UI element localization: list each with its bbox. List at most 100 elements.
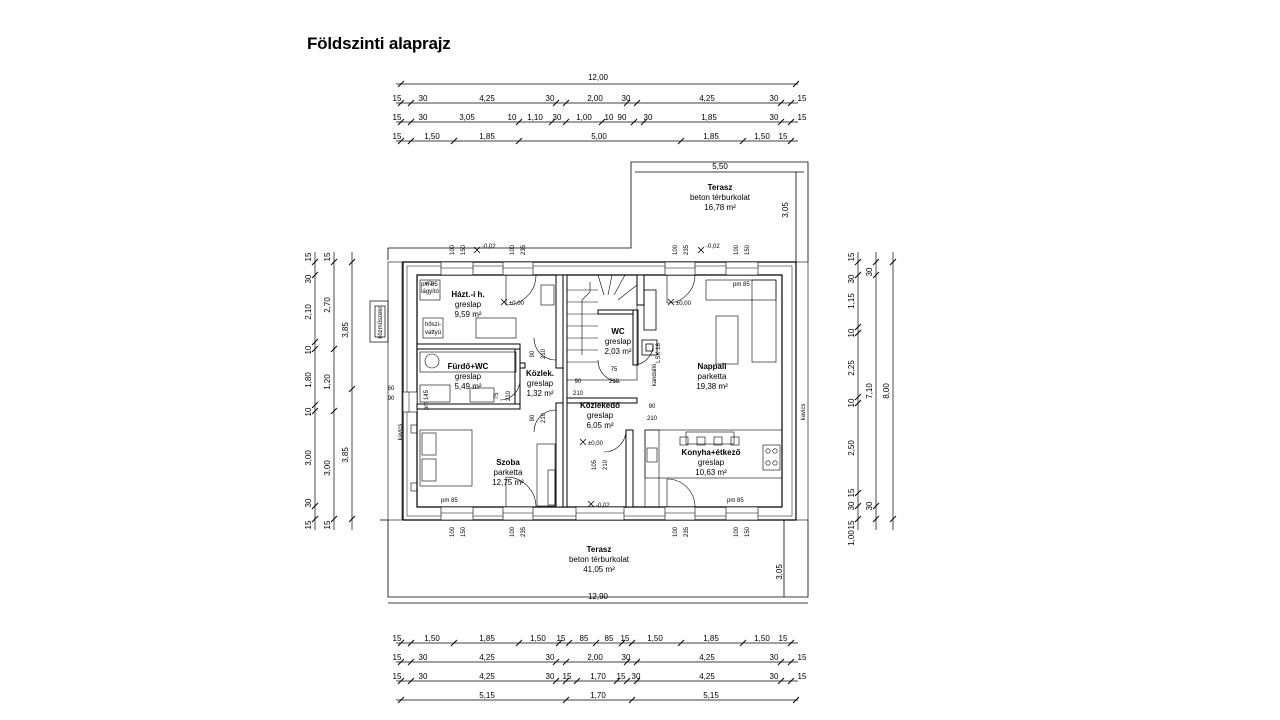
interior-walls [416,274,645,508]
dim-label: 1,50 [424,634,440,643]
dim-label: 30 [622,94,631,103]
dim-label: 10 [605,113,614,122]
parapet-labels: pm 85 pm 85 pm 85 pm 85 pm 145 [421,282,750,504]
room-name: Nappali [698,362,727,371]
dim-label: 210 [541,348,547,359]
dim-label: 90 [575,379,582,385]
dim-label: 4,25 [699,94,715,103]
room-area: 2,03 m² [604,347,631,356]
dim-label: 15 [798,672,807,681]
dim-label: 15 [779,132,788,141]
dim-label: 30 [847,501,856,510]
room-finish: greslap [605,337,632,346]
dim-label: 2,00 [587,94,603,103]
dim-label: 2,00 [587,653,603,662]
dim-label: 15 [393,132,402,141]
room-area: 10,63 m² [695,468,727,477]
dim-label: 85 [605,634,614,643]
parapet-label: pm 85 [421,282,438,288]
dim-label: 10 [304,345,313,354]
dim-label: 75 [494,392,500,399]
room-finish: beton térburkolat [569,555,630,564]
appliance-label: víz- [425,281,435,287]
level-texts: -0,02 -0,02 ±0,00 ±0,00 -0,02 ±0,00 [482,244,720,509]
dim-label: 210 [506,390,512,401]
dim-label: 30 [546,94,555,103]
dim-label: 1,70 [590,672,606,681]
dim-label: 210 [647,416,658,422]
dimension-texts-bottom: 15 1,50 1,85 1,50 15 85 85 15 1,50 1,85 … [393,634,807,700]
dim-label: 90 [618,113,627,122]
dim-label: 1,50 [647,634,663,643]
dim-label: 30 [770,113,779,122]
level-label: -0,02 [596,503,610,509]
gravel-strips [387,261,809,521]
dim-label: 210 [603,459,609,470]
dim-label: 90 [388,396,395,402]
appliance-label: hőszi- [425,322,441,328]
room-finish: greslap [455,300,482,309]
dim-label: 4,25 [479,94,495,103]
dimension-ticks-side [311,258,897,523]
dim-label: 5,00 [591,132,607,141]
dim-label: 30 [546,653,555,662]
dim-label: 210 [541,412,547,423]
dim-label: 235 [684,526,690,537]
dimension-ticks-bottom [397,639,800,704]
utility-cabinet [369,300,389,343]
dim-label: 210 [573,391,584,397]
dim-label: 15 [323,520,332,529]
room-area: 9,59 m² [454,310,481,319]
dim-label: 15 [847,488,856,497]
dim-label: 15 [304,252,313,261]
room-finish: parketta [698,372,727,381]
dim-label: 3,85 [341,322,350,338]
dim-label: 30 [304,274,313,283]
room-area: 16,78 m² [704,203,736,212]
dim-label: 1,10 [527,113,543,122]
dimension-lines-side [314,252,894,530]
dim-label: 60 [388,386,395,392]
dim-label: 15 [617,672,626,681]
room-finish: greslap [698,458,725,467]
dim-label: 1,80 [304,372,313,388]
window-glass-lines [408,267,758,514]
dim-label: 5,15 [479,691,495,700]
dim-label: 15 [847,520,856,529]
dim-label: 210 [609,379,620,385]
dim-label: 7,10 [865,383,874,399]
parapet-label: pm 85 [733,282,750,288]
dim-label: 15 [393,94,402,103]
dim-label: 30 [622,653,631,662]
dim-label: 15 [798,94,807,103]
dim-label: 100 [510,526,516,537]
gravel-label: kavics [398,424,404,441]
utility-cabinet-label: közműszekr. [378,305,384,339]
dim-label: 1,85 [479,634,495,643]
dim-label: 30 [644,113,653,122]
room-area: 1,32 m² [526,389,553,398]
dim-label: 1,85 [701,113,717,122]
dim-label: 3,05 [775,564,784,580]
dim-label: 10 [508,113,517,122]
chimney-label: LSK 18 [656,342,662,362]
dim-label: 8,00 [882,383,891,399]
dim-label: 3,00 [323,460,332,476]
dim-label: 100 [450,526,456,537]
dim-label: 30 [865,267,874,276]
dim-label: 1,00 [847,530,856,546]
dim-label: 10 [304,407,313,416]
room-name: Szoba [496,458,520,467]
staircase [566,274,638,381]
dim-label: 1,70 [590,691,606,700]
dim-label: 150 [461,244,467,255]
dim-label: 150 [461,526,467,537]
dim-label: 2,50 [847,440,856,456]
dim-label: 30 [770,672,779,681]
room-name: Terasz [587,545,612,554]
dim-label: 4,25 [479,653,495,662]
dim-label: 15 [393,113,402,122]
dim-label: 1,50 [530,634,546,643]
window-openings [402,261,759,521]
